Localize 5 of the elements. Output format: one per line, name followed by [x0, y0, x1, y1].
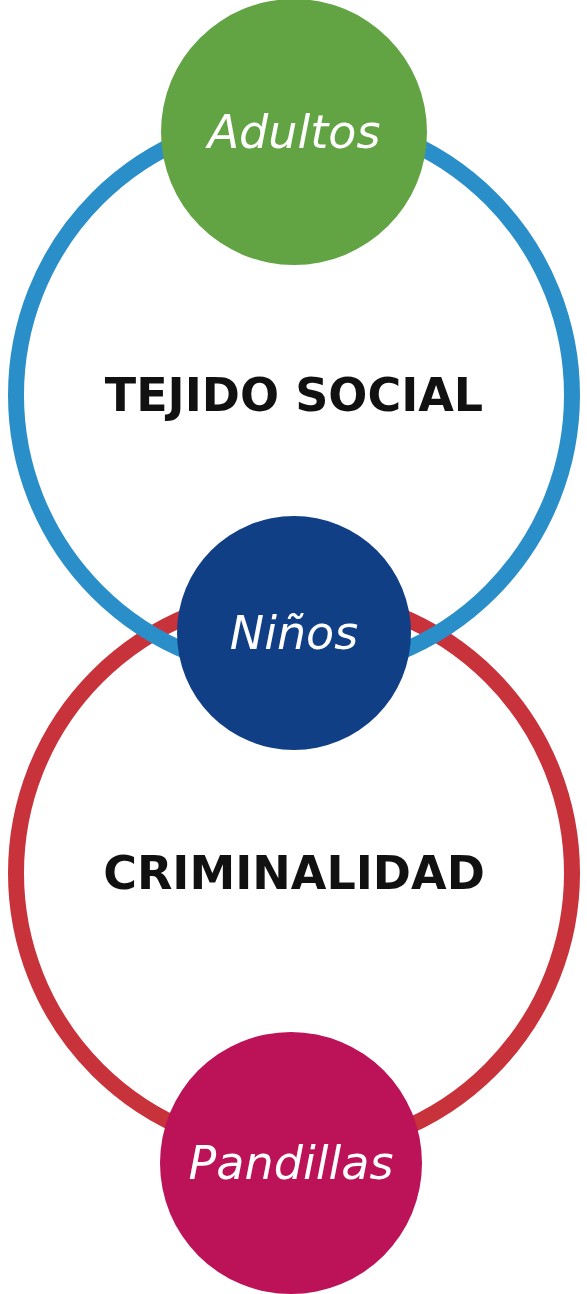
circle-label: Adultos	[207, 105, 381, 159]
ring-title: TEJIDO SOCIAL	[104, 368, 484, 422]
circle-label: Niños	[229, 606, 359, 660]
circle-label: Pandillas	[188, 1136, 394, 1190]
ring-title: CRIMINALIDAD	[103, 846, 485, 900]
